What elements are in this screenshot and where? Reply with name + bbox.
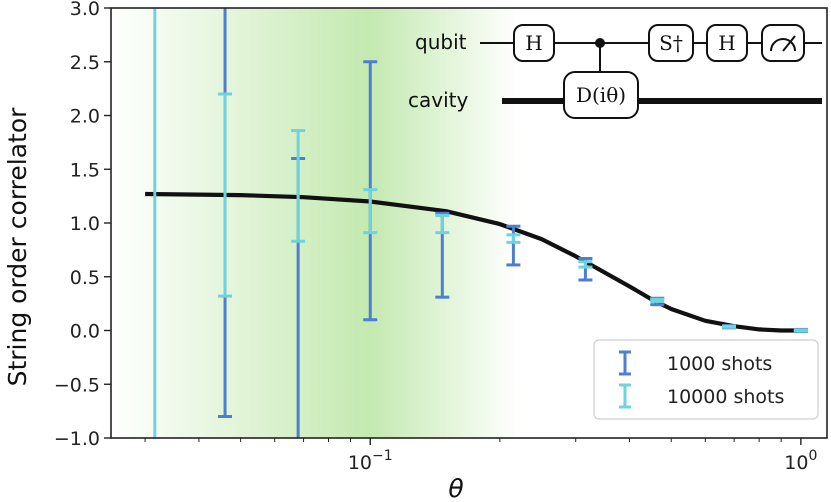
theory-curve <box>145 191 801 333</box>
y-tick-label: 2.0 <box>70 106 100 128</box>
error-bar-1000-shots <box>506 224 521 267</box>
error-bar-10000-shots <box>793 328 808 333</box>
gate-h-1: H <box>513 24 555 62</box>
gate-displacement: D(iθ) <box>563 71 639 119</box>
y-tick-label: −0.5 <box>54 374 100 396</box>
y-tick-label: 1.0 <box>70 213 100 235</box>
measure-icon <box>761 24 805 62</box>
shaded-region <box>111 8 518 438</box>
error-bar-10000-shots <box>435 213 450 235</box>
control-dot <box>595 38 605 48</box>
legend-frame <box>593 339 819 420</box>
error-bar-10000-shots <box>578 260 593 269</box>
error-bar-10000-shots <box>153 8 157 438</box>
error-bar-10000-shots <box>218 92 233 298</box>
x-tick-label: 10−1 <box>348 448 393 474</box>
y-tick-label: 0.5 <box>70 267 100 289</box>
gate-displacement-label: D(iθ) <box>576 83 626 107</box>
legend: 1000 shots 10000 shots <box>593 339 819 420</box>
y-axis: −1.0 −0.5 0.0 0.5 1.0 1.5 2.0 2.5 3.0 <box>54 0 111 450</box>
legend-marker-10000 <box>619 383 631 409</box>
x-axis: 10−1 100 <box>144 438 817 474</box>
error-bar-10000-shots <box>291 129 306 243</box>
y-tick-label: −1.0 <box>54 428 100 450</box>
y-tick-label: 1.5 <box>70 159 100 181</box>
gate-h-1-label: H <box>525 31 542 55</box>
error-bar-10000-shots <box>506 233 521 244</box>
gate-s-dagger: S† <box>648 24 694 62</box>
error-bar-10000-shots <box>363 188 378 235</box>
legend-label-1000-shots: 1000 shots <box>667 353 772 375</box>
gate-s-dagger-label: S† <box>659 31 683 55</box>
x-axis-label: θ <box>448 474 463 502</box>
y-tick-label: 2.5 <box>70 52 100 74</box>
y-tick-label: 3.0 <box>70 0 100 20</box>
gate-h-2-label: H <box>718 31 735 55</box>
error-bar-10000-shots <box>722 324 737 329</box>
gate-h-2: H <box>706 24 748 62</box>
inset-circuit: qubit cavity H S† H D(iθ) <box>408 24 822 119</box>
wire-label-qubit: qubit <box>415 30 467 54</box>
legend-marker-1000 <box>619 350 631 376</box>
plot-area <box>110 7 828 439</box>
error-bar-10000-shots <box>650 297 665 303</box>
wire-label-cavity: cavity <box>408 88 468 112</box>
y-axis-label: String order correlator <box>3 107 32 387</box>
y-tick-label: 0.0 <box>70 321 100 343</box>
legend-label-10000-shots: 10000 shots <box>667 386 784 408</box>
x-tick-label: 100 <box>784 448 817 474</box>
